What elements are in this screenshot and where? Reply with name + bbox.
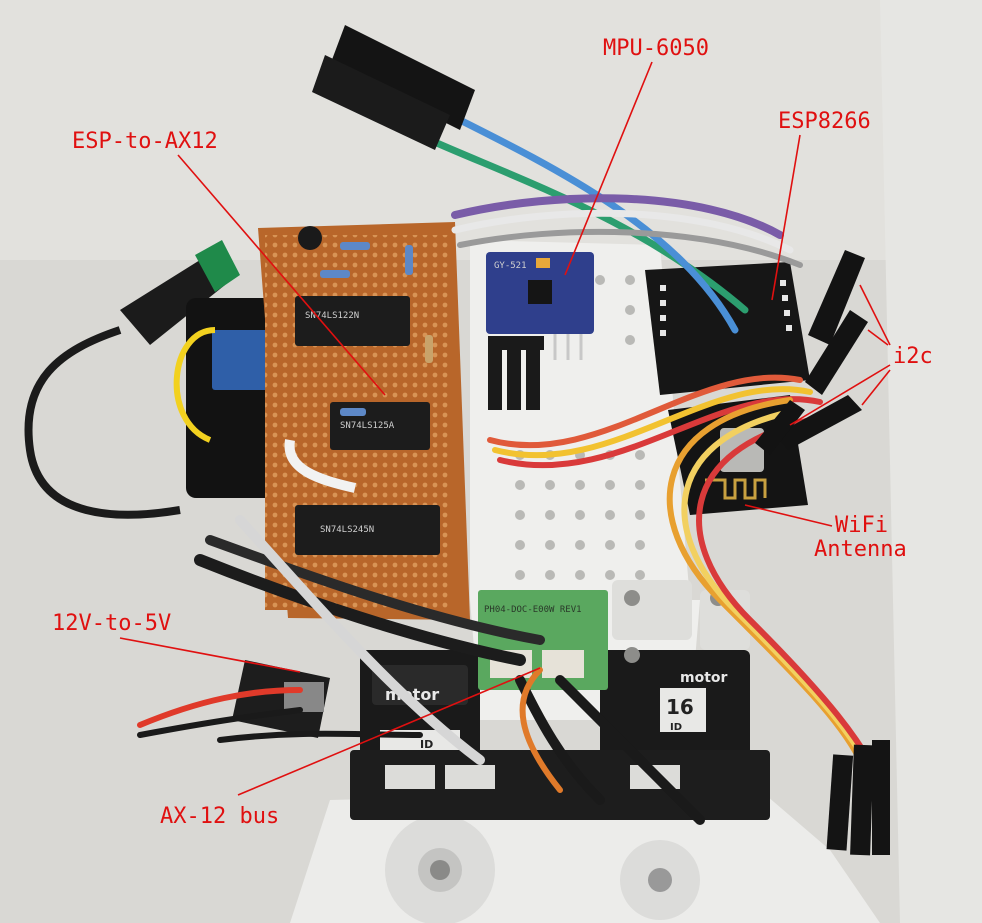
yellow-wire [173,327,216,443]
dupont-jumpers-top [312,25,475,150]
ic-1: SN74LS122N [295,296,410,346]
mpu-pointer [564,61,653,276]
servo-center-id-number: 16 [666,695,694,719]
hub-pcb-mark: PH04-DOC-E00W REV1 [484,605,582,615]
power-jack [24,240,240,519]
bottom-bracket [290,790,880,923]
dupont-jumpers-i2c [755,250,868,455]
esp-to-ax12-pointer [177,154,386,396]
blue-step-module [212,330,272,390]
ic-1-mark: SN74LS122N [305,311,359,321]
label-mpu6050: MPU-6050 [603,36,709,61]
resistors [320,242,433,416]
mpu-module: GY-521 [486,252,594,410]
white-heatshrink [284,439,357,493]
battery-holder [186,298,276,498]
servo-center-id-text: ID [670,722,682,733]
i2c-pointer-2 [867,329,889,346]
label-wifi-line1: WiFi [835,513,888,538]
esp8266-board [645,262,810,395]
dupont-jumpers-bottom-right [826,740,890,856]
esp8266-pads [660,280,792,336]
i2c-pointer-1 [859,284,891,346]
label-i2c: i2c [893,344,933,369]
wires [137,111,883,825]
esp8266-pointer [771,134,801,301]
mpu-module-mark: GY-521 [494,261,527,271]
bus-pointer [237,667,541,796]
label-wifi-line2: Antenna [814,537,907,562]
regulator-pointer [119,637,301,673]
protoboard: SN74LS122N SN74LS125A SN74LS245N [258,222,470,620]
ic-3-mark: SN74LS245N [320,525,374,535]
label-esp-to-ax12: ESP-to-AX12 [72,129,218,154]
i2c-pointer-3 [861,369,891,406]
ic-3: SN74LS245N [295,505,440,555]
servo-center-motor-text: motor [680,670,728,686]
wifi-antenna-trace [705,478,767,500]
ic-2-mark: SN74LS125A [340,421,395,431]
i2c-pointer-4 [789,364,891,426]
mpu-pins [553,334,583,360]
background-right-light [880,0,982,923]
mpu-headers [488,336,544,410]
label-esp8266: ESP8266 [778,109,871,134]
annotation-lines [119,61,891,796]
wifi-pointer [744,504,833,527]
servo-left-id-text: ID [420,738,433,751]
label-ax12-bus: AX-12 bus [160,804,279,829]
transistor [298,226,322,250]
background-top-light [0,0,982,260]
label-12v-to-5v: 12V-to-5V [52,611,171,636]
servo-bottom-row [350,750,770,820]
